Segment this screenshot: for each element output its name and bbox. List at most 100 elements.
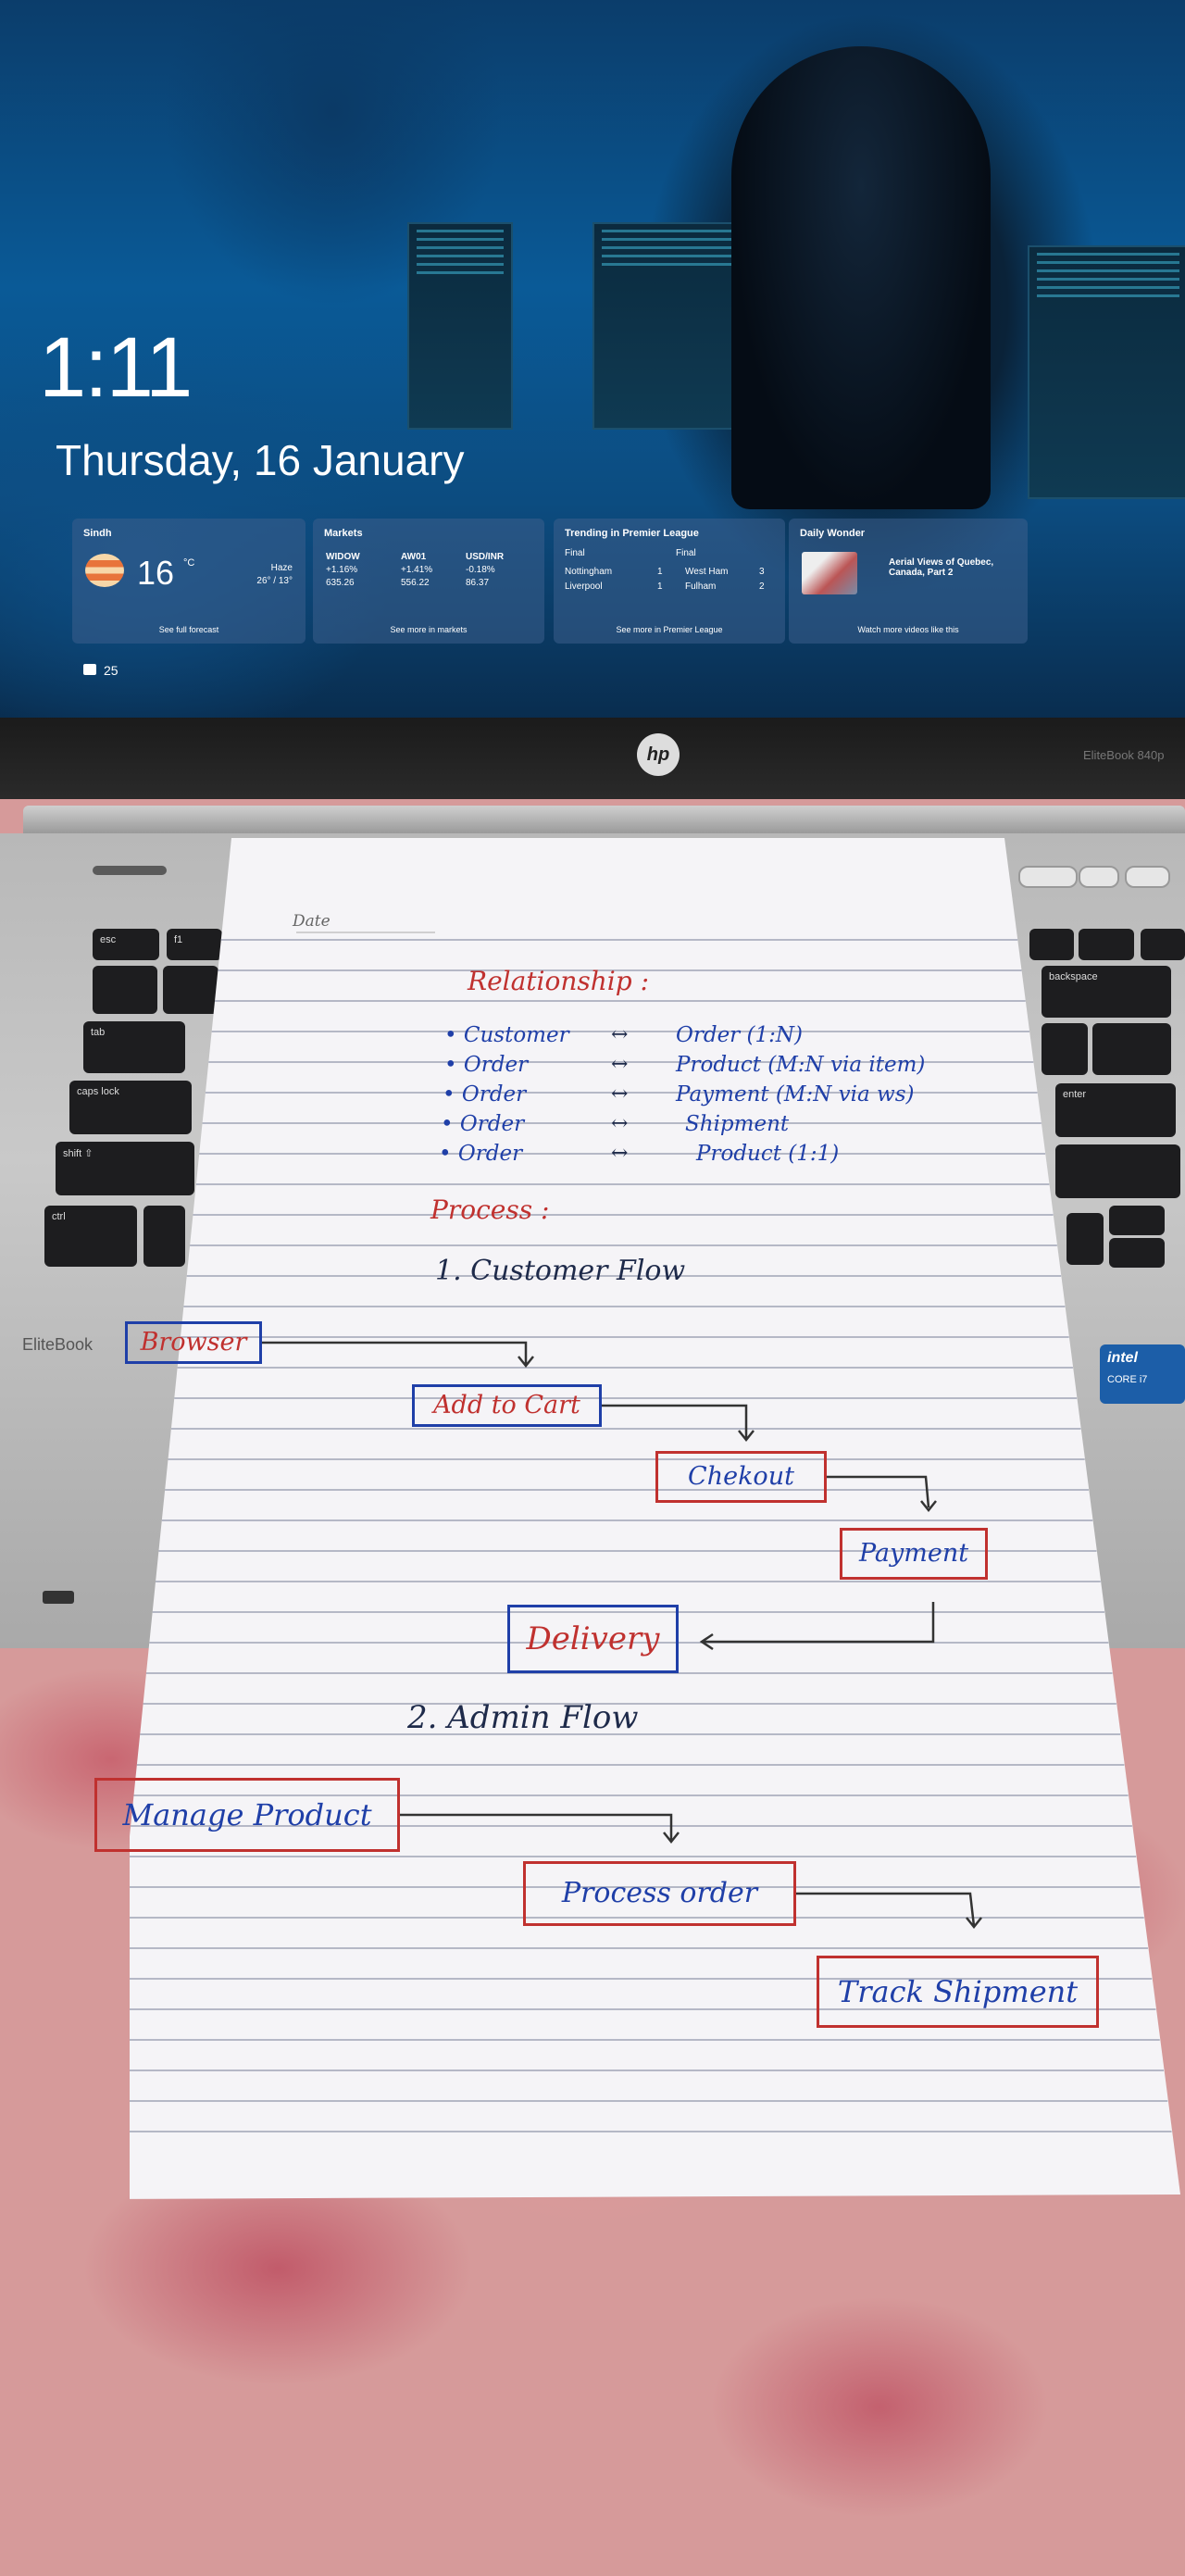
key-fn[interactable] [143, 1206, 185, 1267]
touchpad-button[interactable] [1125, 866, 1170, 888]
relation-left: • Order [441, 1112, 525, 1136]
key-f1[interactable]: f1 [167, 929, 222, 960]
weather-card[interactable]: Sindh 16 °C Haze 26° / 13° See full fore… [72, 519, 306, 644]
weather-unit: °C [183, 557, 195, 569]
elitebook-label: EliteBook [22, 1335, 94, 1354]
key-arrow-down[interactable] [1109, 1238, 1165, 1268]
match-row: Liverpool 1 Fulham 2 [565, 581, 774, 592]
relation-arrow: ↔ [611, 1023, 629, 1046]
team-score: 1 [657, 581, 663, 592]
key-shift-right[interactable] [1055, 1144, 1180, 1198]
laptop-hinge [23, 806, 1185, 833]
daily-wonder-title: Daily Wonder [800, 528, 866, 539]
key-esc[interactable]: esc [93, 929, 159, 960]
weather-condition: Haze [270, 563, 293, 573]
match-status: Final [676, 548, 696, 558]
key-number[interactable] [93, 966, 157, 1014]
flow-track-shipment: Track Shipment [817, 1956, 1099, 2028]
notebook-page: Date Relationship : • Customer ↔ Order (… [94, 838, 1180, 2199]
lockscreen-time: 1:11 [39, 320, 193, 415]
team-score: 3 [759, 567, 765, 577]
key-arrow-up[interactable] [1109, 1206, 1165, 1235]
team-score: 1 [657, 567, 663, 577]
status-light [43, 1591, 74, 1604]
key-f-right[interactable] [1141, 929, 1185, 960]
relation-right: Shipment [685, 1112, 790, 1136]
intel-sticker: intel CORE i7 [1100, 1344, 1185, 1404]
market-item: AW01+1.41%556.22 [401, 552, 433, 588]
key-backslash[interactable] [1092, 1023, 1171, 1075]
wonder-thumbnail [802, 552, 857, 594]
key-shift[interactable]: shift ⇧ [56, 1142, 194, 1195]
customer-flow-title: 1. Customer Flow [435, 1255, 686, 1287]
weather-range: 26° / 13° [256, 576, 293, 586]
flow-process-order: Process order [523, 1861, 796, 1926]
team-name: Liverpool [565, 581, 603, 592]
flow-payment: Payment [840, 1528, 988, 1580]
market-item: WIDOW+1.16%635.26 [326, 552, 360, 588]
flow-browser: Browser [125, 1321, 262, 1364]
key-ctrl[interactable]: ctrl [44, 1206, 137, 1267]
relation-arrow: ↔ [611, 1112, 629, 1135]
hooded-figure [731, 46, 991, 509]
team-score: 2 [759, 581, 765, 592]
mail-icon [83, 664, 96, 675]
market-item: USD/INR-0.18%86.37 [466, 552, 505, 588]
mail-count: 25 [104, 663, 118, 678]
match-row: Nottingham 1 West Ham 3 [565, 567, 774, 577]
weather-link[interactable]: See full forecast [158, 625, 219, 634]
hp-logo: hp [637, 733, 680, 776]
team-name: Nottingham [565, 567, 613, 577]
lockscreen-date: Thursday, 16 January [56, 436, 465, 484]
key-f-right[interactable] [1079, 929, 1134, 960]
intel-logo: intel [1107, 1350, 1138, 1366]
football-title: Trending in Premier League [565, 528, 699, 539]
flow-add-to-cart: Add to Cart [412, 1384, 602, 1427]
relation-left: • Order [444, 1053, 529, 1077]
markets-title: Markets [324, 528, 363, 539]
weather-temp: 16 [137, 554, 175, 592]
match-status: Final [565, 548, 585, 558]
relation-left: • Customer [444, 1023, 569, 1047]
key-enter[interactable]: enter [1055, 1083, 1176, 1137]
key-number[interactable] [163, 966, 218, 1014]
relation-right: Order (1:N) [676, 1023, 803, 1047]
team-name: West Ham [685, 567, 729, 577]
haze-icon [85, 554, 124, 587]
wonder-caption: Aerial Views of Quebec, Canada, Part 2 [889, 557, 994, 578]
daily-wonder-card[interactable]: Daily Wonder Aerial Views of Quebec, Can… [789, 519, 1028, 644]
relationship-heading: Relationship : [468, 966, 650, 996]
relation-right: Product (1:1) [696, 1142, 840, 1166]
flow-manage-product: Manage Product [94, 1778, 400, 1852]
key-arrow-left[interactable] [1066, 1213, 1104, 1265]
key-f-right[interactable] [1029, 929, 1074, 960]
screen-bezel [0, 718, 1185, 799]
process-heading: Process : [430, 1194, 550, 1225]
team-name: Fulham [685, 581, 717, 592]
flow-checkout: Chekout [655, 1451, 827, 1503]
touchpad-button[interactable] [1018, 866, 1078, 888]
premier-league-card[interactable]: Trending in Premier League Final Final N… [554, 519, 785, 644]
key-caps-lock[interactable]: caps lock [69, 1081, 192, 1134]
relation-arrow: ↔ [611, 1082, 629, 1106]
background-monitor [407, 222, 513, 430]
wonder-link[interactable]: Watch more videos like this [857, 625, 959, 634]
touchpad-button[interactable] [1079, 866, 1119, 888]
markets-card[interactable]: Markets WIDOW+1.16%635.26 AW01+1.41%556.… [313, 519, 544, 644]
key-backspace[interactable]: backspace [1042, 966, 1171, 1018]
relation-arrow: ↔ [611, 1142, 629, 1165]
intel-processor: CORE i7 [1107, 1374, 1148, 1385]
relation-right: Product (M:N via item) [676, 1053, 926, 1077]
markets-link[interactable]: See more in markets [390, 625, 468, 634]
flow-delivery: Delivery [507, 1605, 679, 1673]
key-bracket[interactable] [1042, 1023, 1088, 1075]
laptop-screen: 1:11 Thursday, 16 January Sindh 16 °C Ha… [0, 0, 1185, 718]
date-label: Date [293, 912, 331, 931]
football-link[interactable]: See more in Premier League [616, 625, 723, 634]
admin-flow-title: 2. Admin Flow [407, 1699, 639, 1736]
key-tab[interactable]: tab [83, 1021, 185, 1073]
relation-right: Payment (M:N via ws) [676, 1082, 915, 1107]
relation-left: • Order [443, 1082, 527, 1107]
laptop-model: EliteBook 840p [1083, 748, 1165, 762]
paper-sheet [130, 838, 1180, 2199]
